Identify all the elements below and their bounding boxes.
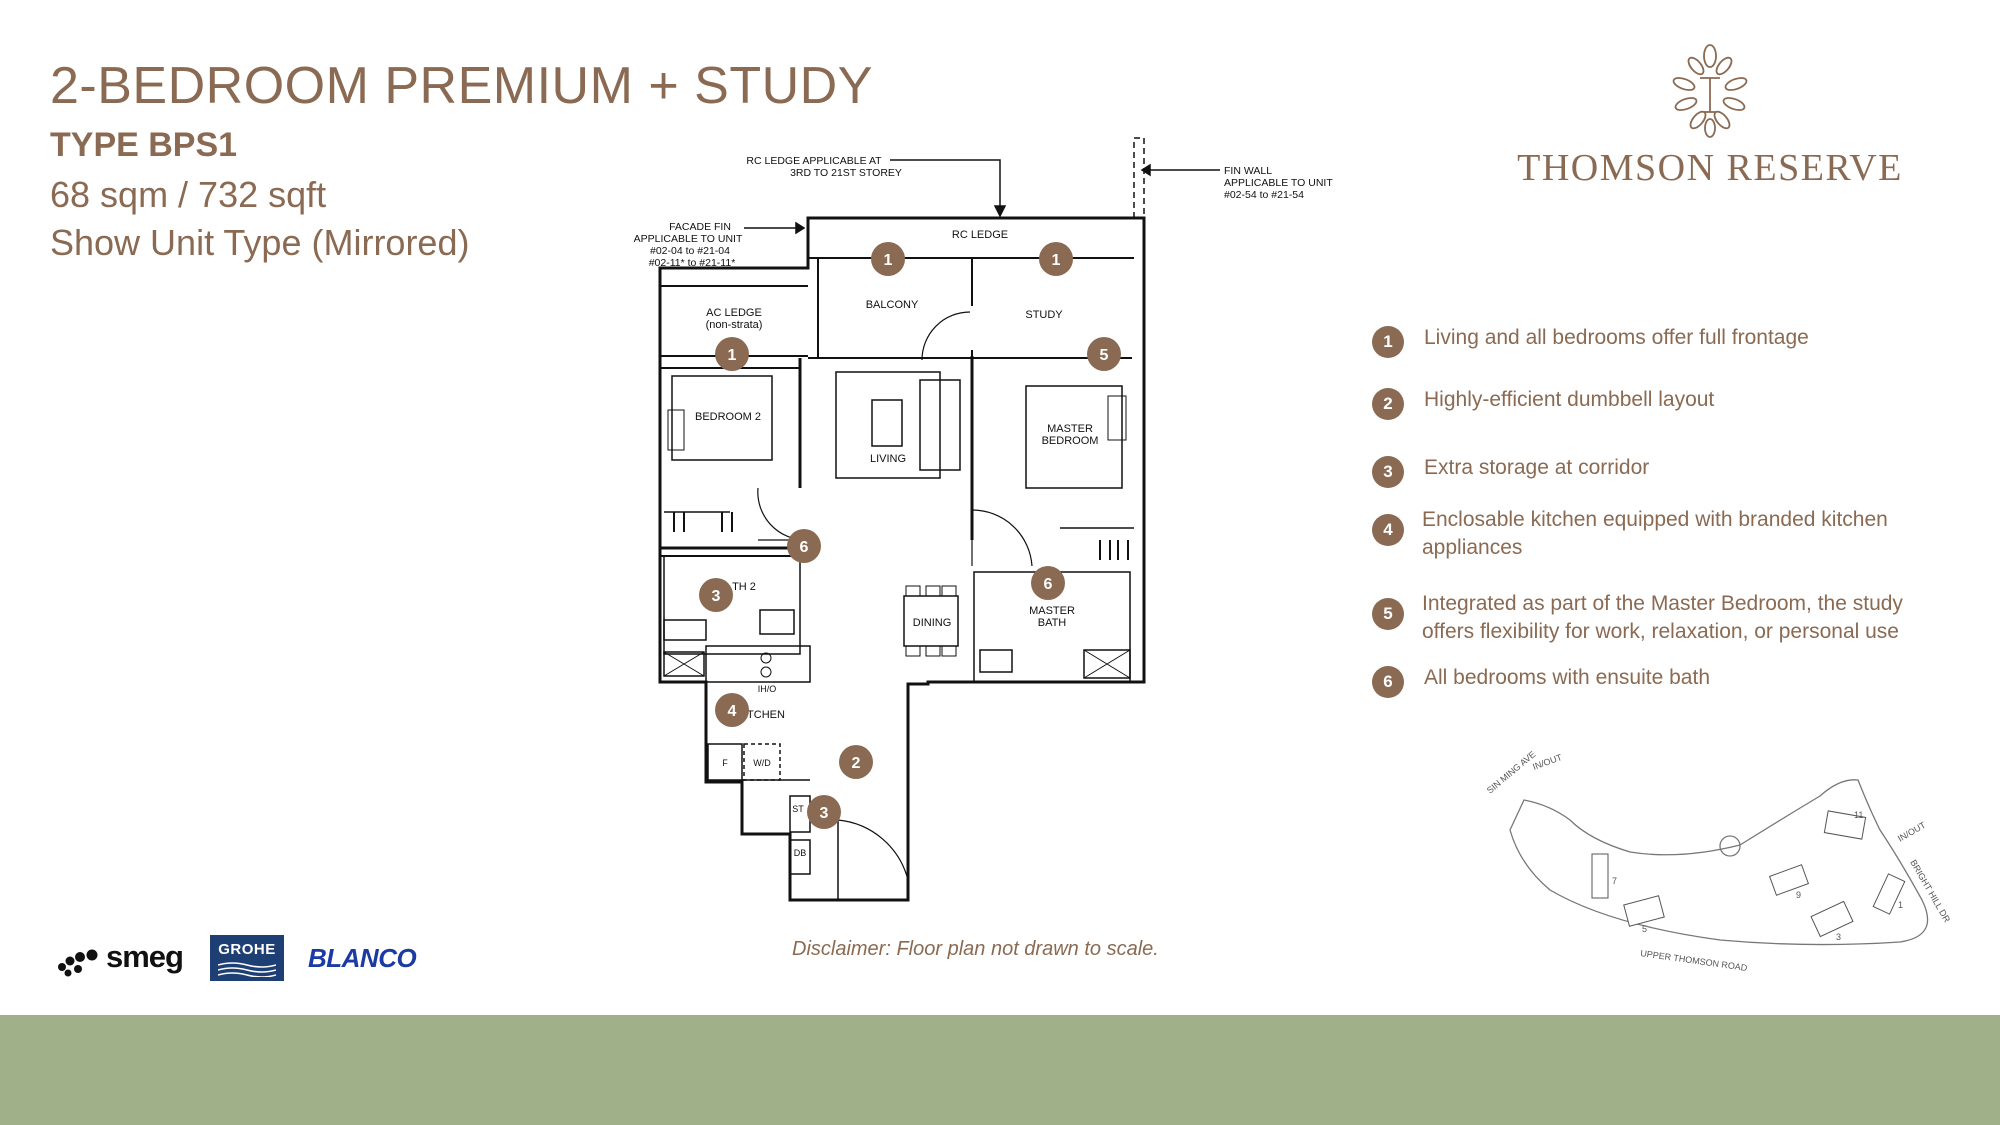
- marker-2-corridor: 2: [839, 745, 873, 779]
- feature-text: Highly-efficient dumbbell layout: [1424, 388, 1715, 411]
- show-unit-note: Show Unit Type (Mirrored): [50, 222, 470, 263]
- feature-text: Extra storage at corridor: [1424, 456, 1650, 479]
- room-master-bath-1: MASTER: [1029, 605, 1075, 617]
- marker-1-study: 1: [1039, 242, 1073, 276]
- room-master-bedroom-1: MASTER: [1047, 423, 1093, 435]
- feature-text: Living and all bedrooms offer full front…: [1424, 326, 1809, 349]
- svg-text:5: 5: [1100, 347, 1109, 364]
- grohe-wave-icon: [218, 962, 276, 977]
- note-rc-ledge-storey: 3RD TO 21ST STOREY: [790, 167, 902, 179]
- svg-text:3: 3: [820, 805, 829, 822]
- note-facade-fin: FACADE FIN: [669, 221, 731, 233]
- svg-text:1: 1: [1052, 252, 1061, 269]
- feature-number: 1: [1372, 326, 1404, 358]
- marker-5-study: 5: [1087, 337, 1121, 371]
- note-facade-fin-units-1: #02-04 to #21-04: [650, 245, 730, 257]
- keyplan-in-out-2: IN/OUT: [1896, 820, 1928, 844]
- feature-number: 2: [1372, 388, 1404, 420]
- room-rc-ledge: RC LEDGE: [952, 229, 1008, 241]
- svg-text:3: 3: [712, 588, 721, 605]
- note-fin-wall-applicable: APPLICABLE TO UNIT: [1224, 177, 1333, 189]
- room-fridge: F: [722, 758, 728, 768]
- room-dining: DINING: [913, 617, 952, 629]
- keyplan-block: 9: [1796, 890, 1801, 900]
- keyplan-block: 1: [1898, 900, 1903, 910]
- disclaimer: Disclaimer: Floor plan not drawn to scal…: [792, 938, 1159, 960]
- room-db: DB: [794, 848, 807, 858]
- keyplan-block: 7: [1612, 876, 1617, 886]
- site-key-plan: SIN MING AVE IN/OUT IN/OUT BRIGHT HILL D…: [1485, 750, 1953, 973]
- smeg-logo: smeg: [106, 939, 184, 974]
- marker-4-kitchen: 4: [715, 693, 749, 727]
- brand-name: THOMSON RESERVE: [1517, 147, 1903, 189]
- svg-text:2: 2: [852, 755, 861, 772]
- svg-text:1: 1: [884, 252, 893, 269]
- keyplan-block: 11: [1854, 810, 1863, 820]
- room-kitchen: TCHEN: [747, 709, 785, 721]
- keyplan-road-bottom: UPPER THOMSON ROAD: [1640, 948, 1749, 973]
- svg-text:6: 6: [800, 539, 809, 556]
- feature-number: 4: [1372, 514, 1404, 546]
- room-st: ST: [792, 804, 804, 814]
- feature-number: 5: [1372, 598, 1404, 630]
- note-rc-ledge-applicable: RC LEDGE APPLICABLE AT: [746, 155, 882, 167]
- room-master-bedroom-2: BEDROOM: [1042, 435, 1099, 447]
- svg-text:4: 4: [728, 703, 737, 720]
- room-study: STUDY: [1025, 309, 1063, 321]
- keyplan-road-right: BRIGHT HILL DR: [1908, 858, 1952, 925]
- room-balcony: BALCONY: [866, 299, 919, 311]
- grohe-logo: GROHE: [210, 935, 284, 981]
- room-living: LIVING: [870, 453, 906, 465]
- brand-emblem-icon: [1672, 44, 1748, 138]
- room-wd: W/D: [753, 758, 771, 768]
- keyplan-block: 5: [1642, 924, 1647, 934]
- grohe-logo-text: GROHE: [218, 941, 276, 958]
- room-bedroom-2: BEDROOM 2: [695, 411, 761, 423]
- marker-1-balcony: 1: [871, 242, 905, 276]
- page-title: 2-BEDROOM PREMIUM + STUDY: [50, 57, 873, 115]
- room-master-bath-2: BATH: [1038, 617, 1067, 629]
- note-facade-fin-applicable: APPLICABLE TO UNIT: [634, 233, 743, 245]
- feature-text: Enclosable kitchen equipped with branded…: [1422, 508, 1888, 559]
- room-ih-o: IH/O: [758, 684, 777, 694]
- brand: THOMSON RESERVE: [1500, 44, 1920, 194]
- svg-text:6: 6: [1044, 576, 1053, 593]
- blanco-logo: BLANCO: [308, 943, 417, 973]
- keyplan-in-out-1: IN/OUT: [1531, 752, 1564, 772]
- unit-type: TYPE BPS1: [50, 126, 238, 164]
- marker-1-bedroom: 1: [715, 337, 749, 371]
- room-ac-ledge-note: (non-strata): [706, 319, 763, 331]
- partner-logos: smeg GROHE BLANCO: [56, 935, 426, 985]
- floor-plan: RC LEDGE APPLICABLE AT 3RD TO 21ST STORE…: [634, 137, 1333, 902]
- marker-3-bath-2: 3: [699, 578, 733, 612]
- note-fin-wall: FIN WALL: [1224, 165, 1272, 177]
- note-fin-wall-units: #02-54 to #21-54: [1224, 189, 1304, 201]
- feature-text: Integrated as part of the Master Bedroom…: [1422, 592, 1903, 643]
- keyplan-block: 3: [1836, 932, 1841, 942]
- room-ac-ledge: AC LEDGE: [706, 307, 762, 319]
- room-bath-2: TH 2: [732, 581, 756, 593]
- marker-6-master-bath: 6: [1031, 566, 1065, 600]
- smeg-logo-icon: [58, 949, 98, 977]
- note-facade-fin-units-2: #02-11* to #21-11*: [649, 257, 736, 269]
- svg-text:1: 1: [728, 347, 737, 364]
- feature-text: All bedrooms with ensuite bath: [1424, 666, 1710, 689]
- feature-number: 6: [1372, 666, 1404, 698]
- marker-6-bath-2: 6: [787, 529, 821, 563]
- footer-band: [0, 1015, 2000, 1125]
- keyplan-road-top: SIN MING AVE: [1485, 750, 1538, 796]
- unit-area: 68 sqm / 732 sqft: [50, 174, 327, 215]
- marker-3-storage: 3: [807, 795, 841, 829]
- feature-number: 3: [1372, 456, 1404, 488]
